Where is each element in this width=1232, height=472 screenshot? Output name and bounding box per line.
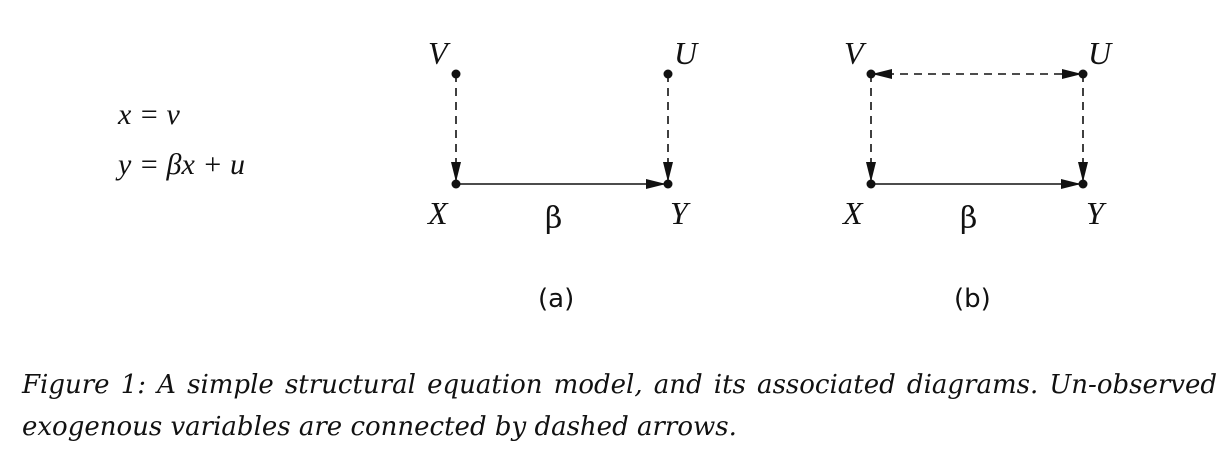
edge-label-beta: β <box>960 201 977 236</box>
node-u-label: U <box>1088 35 1113 71</box>
equation-y: y = βx + u <box>118 148 246 181</box>
panel-label: (a) <box>538 284 574 314</box>
node-y <box>1078 179 1088 189</box>
node-v-label: V <box>428 35 451 71</box>
node-v <box>451 69 461 79</box>
node-x-label: X <box>841 195 864 231</box>
node-v-label: V <box>844 35 867 71</box>
edge-label-beta: β <box>545 201 562 236</box>
node-y-label: Y <box>1086 195 1107 231</box>
diagram-b: V U X Y β (b) <box>841 35 1113 314</box>
node-u <box>663 69 673 79</box>
node-v <box>866 69 876 79</box>
equation-x: x = v <box>118 98 180 131</box>
node-u <box>1078 69 1088 79</box>
node-y <box>663 179 673 189</box>
panel-label: (b) <box>954 284 991 314</box>
diagram-a: V U X Y β (a) <box>426 35 699 314</box>
figure-caption: Figure 1: A simple structural equation m… <box>22 370 1217 442</box>
node-x <box>866 179 876 189</box>
node-y-label: Y <box>670 195 691 231</box>
node-x <box>451 179 461 189</box>
node-x-label: X <box>426 195 449 231</box>
node-u-label: U <box>674 35 699 71</box>
